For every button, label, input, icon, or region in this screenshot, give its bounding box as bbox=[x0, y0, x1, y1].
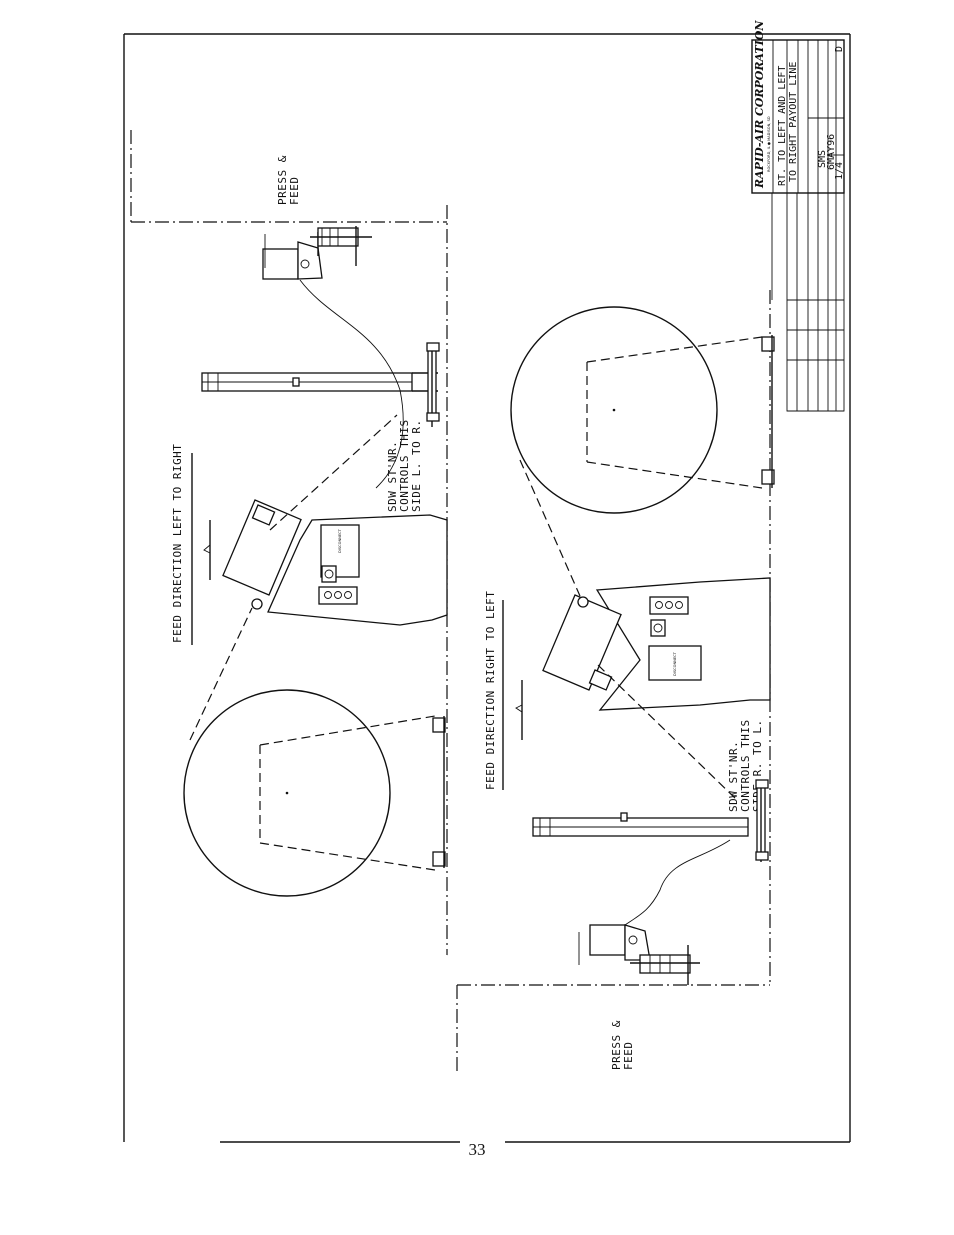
tb-size: D bbox=[834, 46, 845, 52]
upper-note-line2: CONTROLS THIS bbox=[398, 419, 411, 512]
tb-title-line2: TO RIGHT PAYOUT LINE bbox=[788, 62, 799, 182]
upper-loop-stand bbox=[201, 342, 440, 427]
lower-press-label-line2: FEED bbox=[622, 1042, 635, 1071]
lower-feed-direction-label: FEED DIRECTION RIGHT TO LEFT bbox=[484, 591, 497, 790]
lower-note-line1: SDW ST'NR. bbox=[727, 741, 740, 812]
lower-note-line2: CONTROLS THIS bbox=[739, 719, 752, 812]
lower-payout-coil bbox=[510, 306, 775, 514]
lower-stock-loop bbox=[624, 839, 731, 926]
upper-press-label-line2: FEED bbox=[288, 177, 301, 206]
svg-text:SDW ST'NR. CONTROLS THIS: SDW ST'NR. CONTROLS THIS SIDE R. TO L. bbox=[727, 712, 764, 812]
tb-date: 6MAY96 bbox=[826, 134, 837, 170]
upper-feed-direction: FEED DIRECTION LEFT TO RIGHT bbox=[171, 444, 211, 645]
svg-text:SDW ST'NR. CONTROLS THIS: SDW ST'NR. CONTROLS THIS SIDE L. TO R. bbox=[386, 412, 423, 512]
upper-straightener: DISCONNECT bbox=[222, 499, 448, 626]
upper-stock-line-1 bbox=[189, 607, 253, 741]
upper-note-line1: SDW ST'NR. bbox=[386, 441, 399, 512]
page-number: 33 bbox=[468, 1140, 486, 1159]
revision-table bbox=[771, 192, 845, 412]
svg-text:PRESS & FEED: PRESS & FEED bbox=[610, 1013, 635, 1070]
lower-stock-line-1 bbox=[519, 459, 581, 597]
lower-straightener: DISCONNECT bbox=[542, 577, 771, 711]
lower-stock-line-2 bbox=[597, 664, 738, 801]
svg-text:PRESS & FEED: PRESS & FEED bbox=[276, 148, 301, 205]
drawing-border bbox=[123, 33, 851, 1143]
upper-note-line3: SIDE L. TO R. bbox=[410, 419, 423, 512]
lower-servo-feed bbox=[578, 924, 700, 985]
lower-panel-label: DISCONNECT bbox=[673, 651, 677, 676]
tb-drawn-by: SMS bbox=[817, 150, 828, 168]
upper-press-feed-label: PRESS & FEED bbox=[276, 148, 301, 205]
upper-payout-coil bbox=[183, 689, 446, 897]
lower-press-feed-label: PRESS & FEED bbox=[610, 1013, 635, 1070]
upper-press-outline bbox=[130, 130, 448, 955]
title-block: RAPID-AIR CORPORATION ROCKFORD, IL ● MAD… bbox=[751, 20, 845, 194]
lower-feed-direction: FEED DIRECTION RIGHT TO LEFT bbox=[484, 591, 523, 790]
tb-scale: 1/4 bbox=[834, 162, 845, 180]
lower-press-label-line1: PRESS & bbox=[610, 1020, 623, 1070]
tb-location: ROCKFORD, IL ● MADISON, SD bbox=[767, 116, 771, 172]
upper-servo-feed bbox=[262, 226, 372, 280]
tb-company: RAPID-AIR CORPORATION bbox=[753, 20, 766, 189]
tb-title-line1: RT. TO LEFT AND LEFT bbox=[777, 66, 788, 186]
upper-controls-note: SDW ST'NR. CONTROLS THIS SIDE L. TO R. bbox=[386, 412, 423, 512]
lower-loop-stand bbox=[532, 779, 769, 862]
upper-stock-line-2 bbox=[269, 414, 398, 531]
upper-press-label-line1: PRESS & bbox=[276, 155, 289, 205]
lower-controls-note: SDW ST'NR. CONTROLS THIS SIDE R. TO L. bbox=[727, 712, 764, 812]
upper-stock-loop bbox=[299, 279, 404, 489]
upper-panel-label: DISCONNECT bbox=[338, 528, 342, 553]
upper-feed-direction-label: FEED DIRECTION LEFT TO RIGHT bbox=[171, 444, 184, 643]
